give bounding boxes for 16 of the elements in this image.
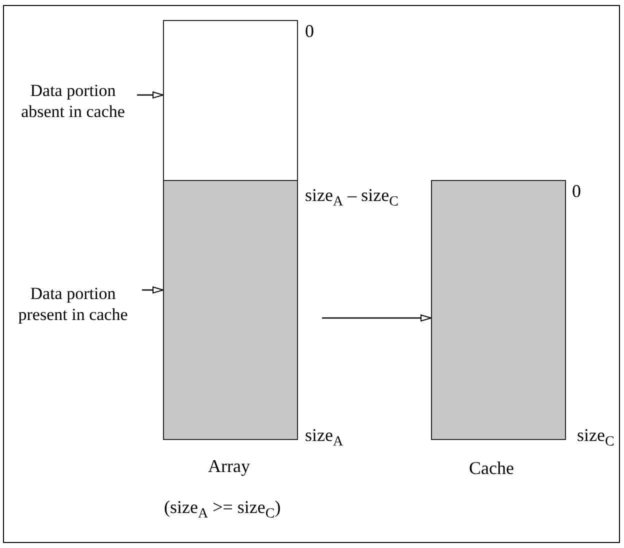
offset-label: size$_{A}$ <box>305 424 344 452</box>
offset-label: 0 <box>572 180 581 202</box>
arrow <box>322 314 432 322</box>
annotation-text: Data portion present in cache <box>17 283 129 325</box>
arrow <box>137 92 164 98</box>
offset-label: size$_{C}$ <box>577 424 614 452</box>
memory-block <box>431 180 566 440</box>
offset-label: 0 <box>305 20 314 42</box>
offset-label: size$_{A}$ – size$_{C}$ <box>305 184 398 212</box>
size-condition: (size$_{A}$ >= size$_{C}$) <box>164 496 281 524</box>
memory-block <box>163 20 298 181</box>
block-caption: Cache <box>469 457 514 479</box>
block-caption: Array <box>208 455 250 477</box>
arrow <box>142 286 164 294</box>
annotation-text: Data portion absent in cache <box>20 80 126 122</box>
memory-block <box>163 180 298 440</box>
